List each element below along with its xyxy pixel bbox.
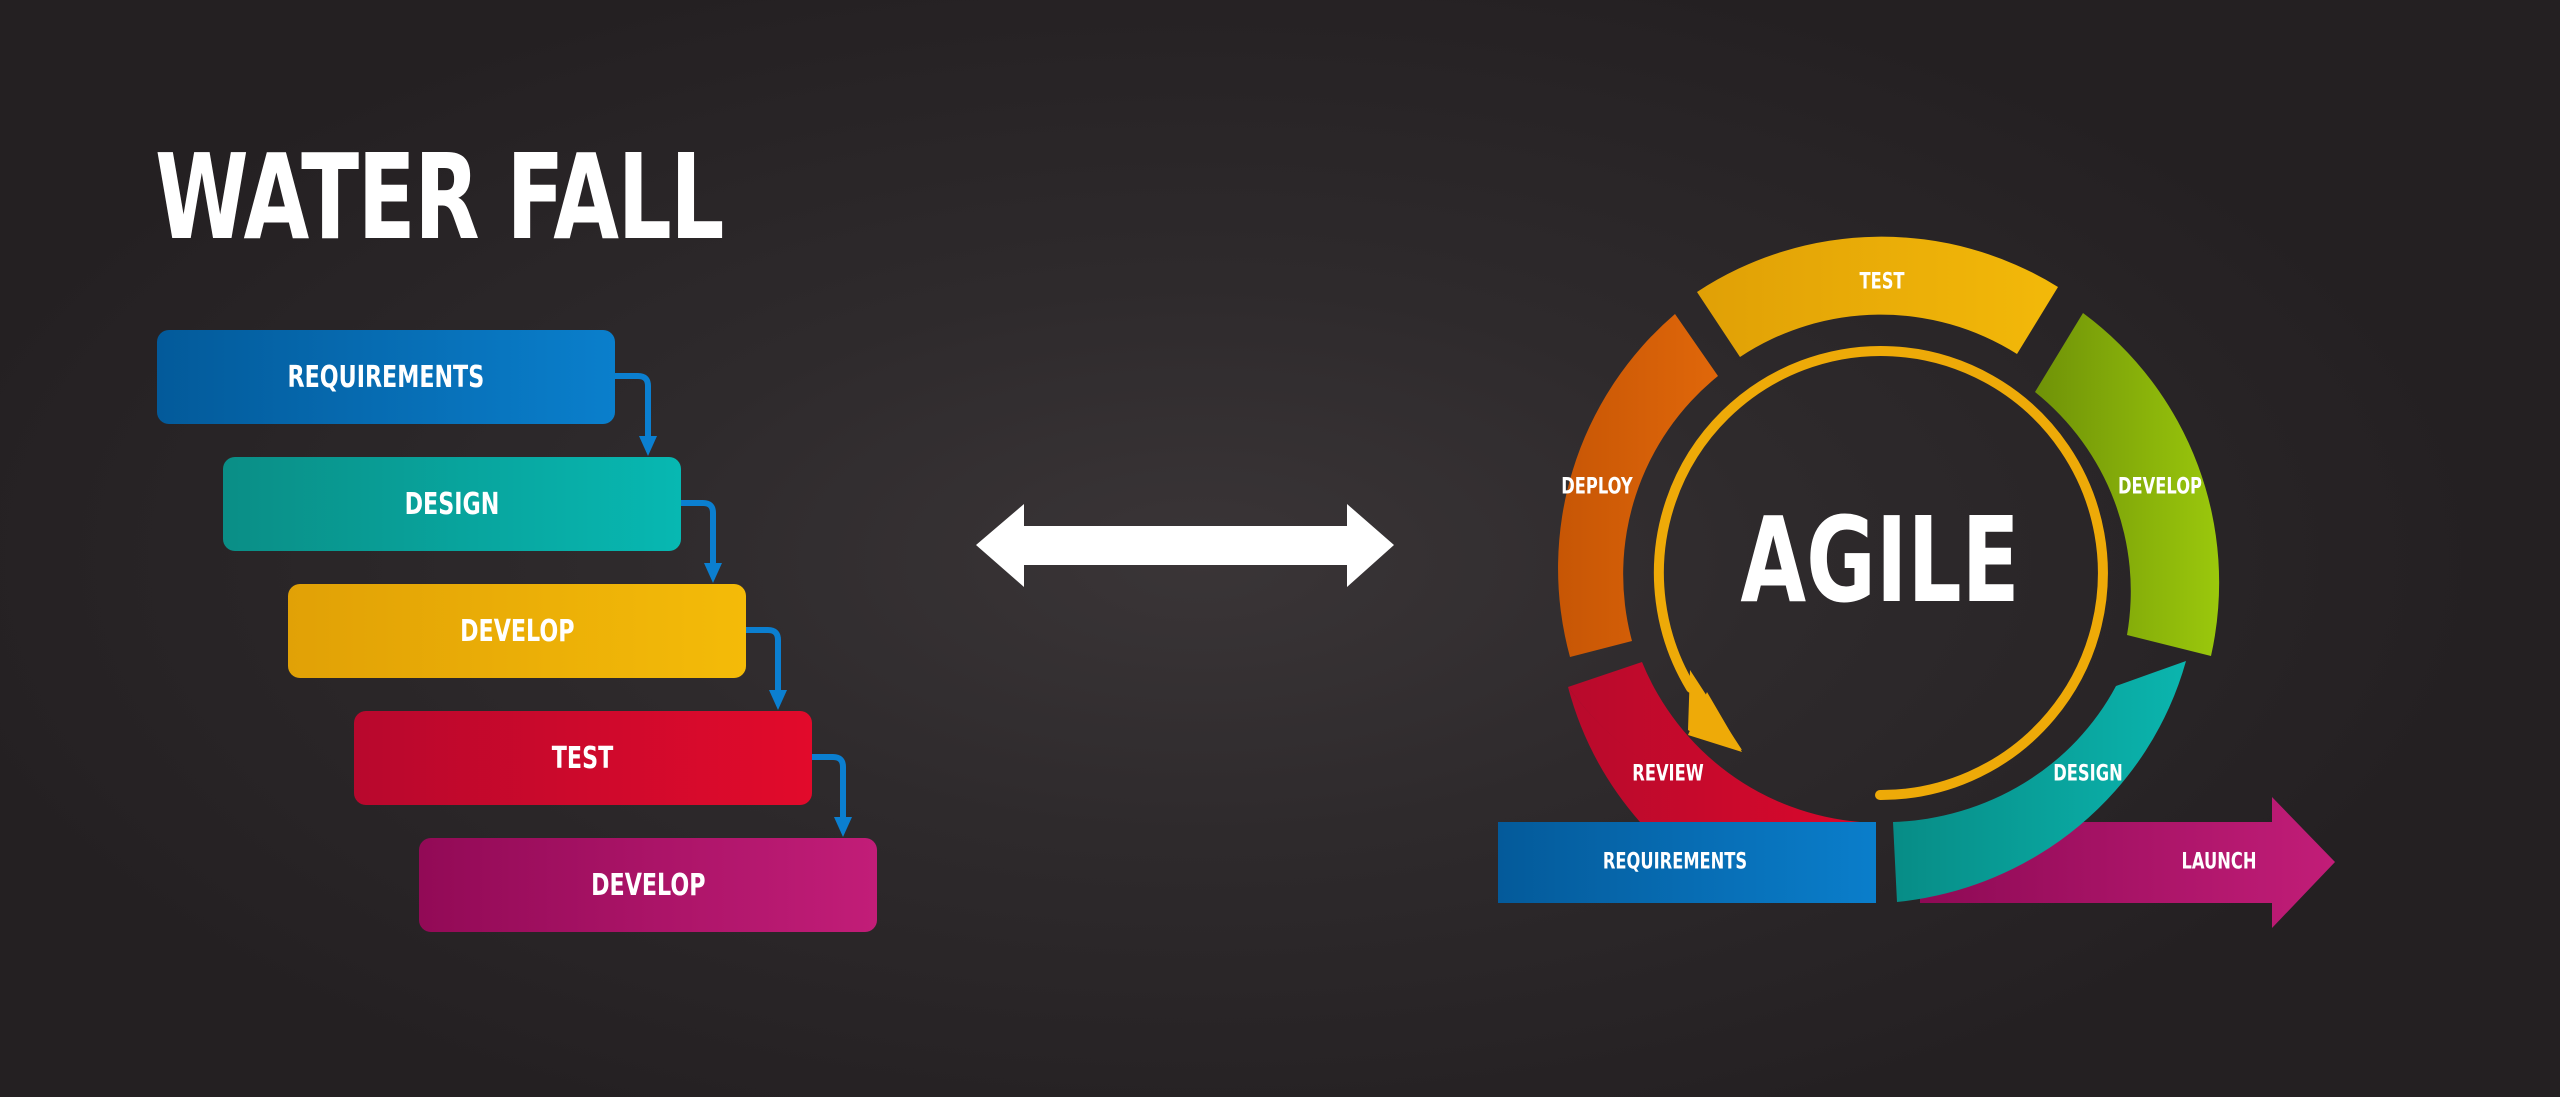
connector-arrow-icon <box>615 373 651 440</box>
agile-segment-label-test: TEST <box>1859 269 1905 295</box>
waterfall-step-label: REQUIREMENTS <box>287 359 485 395</box>
waterfall-title: WATER FALL <box>155 128 724 266</box>
waterfall-step-test: TEST <box>354 711 812 805</box>
launch-arrow-label: LAUNCH <box>2181 849 2257 875</box>
waterfall-step-develop: DEVELOP <box>288 584 746 678</box>
agile-title: AGILE <box>1740 491 2020 629</box>
waterfall-step-requirements: REQUIREMENTS <box>157 330 615 424</box>
agile-segment-deploy <box>1558 314 1718 657</box>
agile-segment-label-review: REVIEW <box>1632 761 1704 787</box>
connector-arrow-icon <box>681 500 716 567</box>
waterfall-step-design: DESIGN <box>223 457 681 551</box>
agile-segment-review <box>1568 687 1860 823</box>
waterfall-step-label: TEST <box>552 740 614 776</box>
connector-arrow-icon <box>746 627 781 694</box>
agile-segment-test <box>1697 236 2058 357</box>
waterfall-step-label: DESIGN <box>404 486 500 522</box>
agile-segment-label-deploy: DEPLOY <box>1561 474 1633 500</box>
agile-segment-design <box>1893 661 2186 902</box>
agile-segment-develop <box>2035 313 2220 656</box>
waterfall-step-develop-final: DEVELOP <box>419 838 877 932</box>
connector-arrow-icon <box>812 754 846 821</box>
requirements-bar-label: REQUIREMENTS <box>1602 849 1748 875</box>
cycle-arrow-icon <box>1653 346 2108 801</box>
waterfall-step-label: DEVELOP <box>590 867 706 903</box>
agile-segment-label-develop: DEVELOP <box>2118 474 2202 500</box>
waterfall-step-label: DEVELOP <box>459 613 575 649</box>
requirements-bar <box>1498 822 1876 903</box>
agile-segment-label-design: DESIGN <box>2053 761 2123 787</box>
